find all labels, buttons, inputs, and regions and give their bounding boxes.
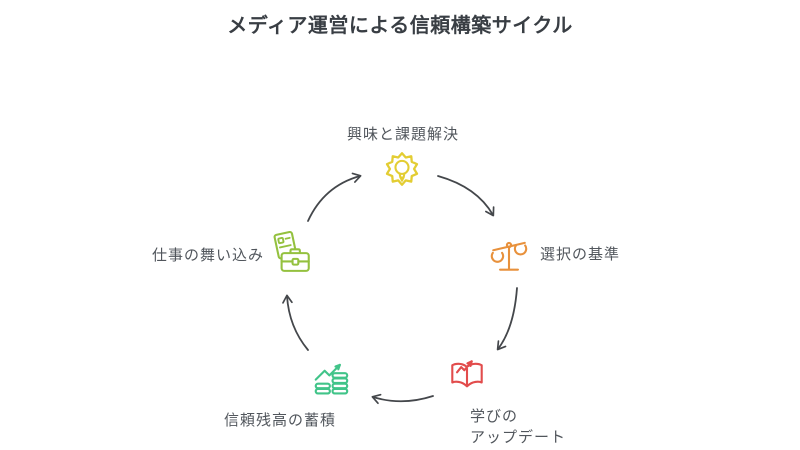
node-label-learning: 学びの アップデート bbox=[470, 408, 567, 446]
balance-scale-icon bbox=[490, 241, 528, 271]
node-label-interest: 興味と課題解決 bbox=[346, 126, 459, 143]
gear-lightbulb-icon bbox=[385, 152, 419, 186]
arrow-work-to-interest bbox=[307, 172, 362, 222]
node-label-criteria: 選択の基準 bbox=[540, 246, 621, 263]
coins-growth-icon bbox=[314, 363, 349, 395]
arrow-trust-to-work bbox=[282, 294, 309, 351]
arrow-learning-to-trust bbox=[371, 393, 434, 405]
arrow-interest-to-criteria bbox=[437, 175, 495, 217]
node-label-work: 仕事の舞い込み bbox=[151, 247, 264, 264]
briefcase-documents-icon bbox=[273, 230, 310, 272]
node-label-trust: 信頼残高の蓄積 bbox=[223, 412, 336, 429]
open-book-arrow-icon bbox=[451, 360, 483, 388]
arrow-criteria-to-learning bbox=[496, 287, 518, 351]
page-title: メディア運営による信頼構築サイクル bbox=[227, 15, 573, 37]
